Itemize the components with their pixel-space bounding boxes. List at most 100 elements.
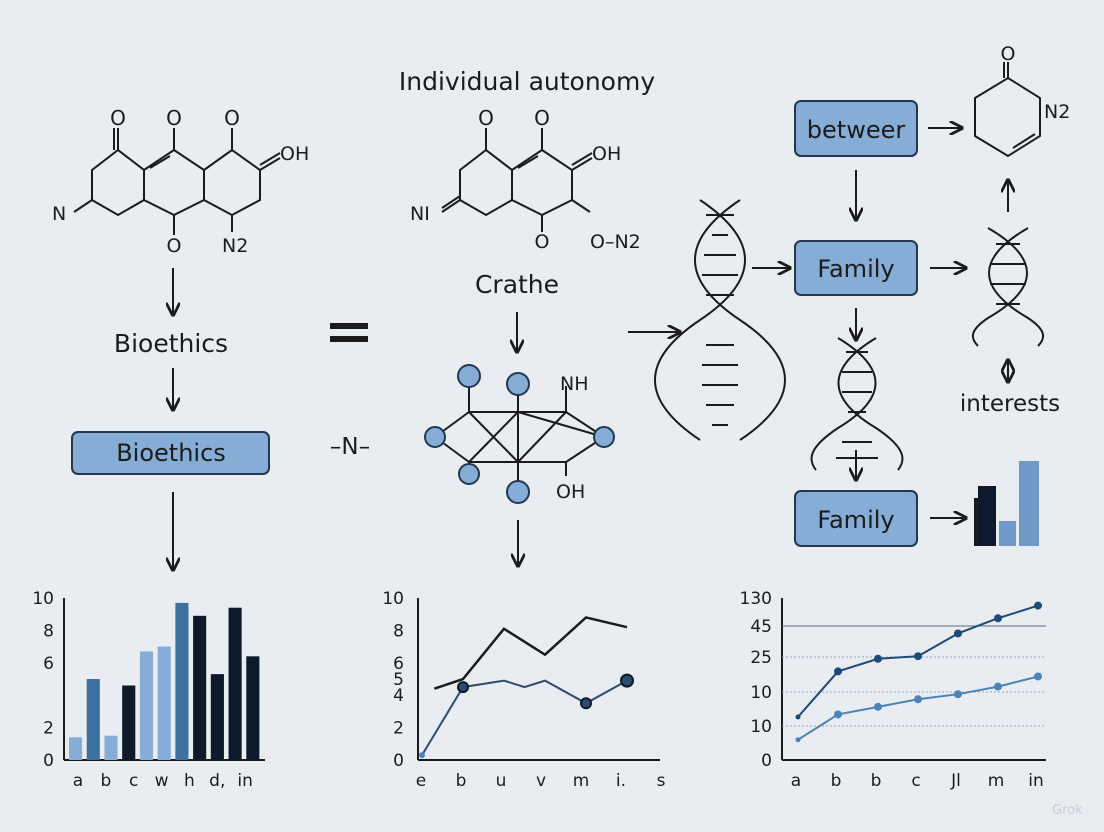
x-tick-label-6: in <box>1028 771 1044 791</box>
m1-oh: OH <box>280 143 309 165</box>
m1-o-top-3: O <box>224 106 240 130</box>
series-0-line <box>433 616 628 690</box>
family-box-1-label: Family <box>817 255 894 283</box>
series-1-point-1 <box>457 681 469 694</box>
x-tick-label-0: a <box>73 771 83 791</box>
series-0-point-3 <box>914 652 922 661</box>
molecule-1 <box>73 128 281 235</box>
series-1-point-6 <box>620 673 634 688</box>
y-tick-label-4: 4 <box>393 686 404 706</box>
x-tick-label-6: s <box>657 771 666 791</box>
y-tick-label-0: 130 <box>740 589 772 609</box>
molecule-4 <box>974 62 1041 158</box>
m1-o-top-1: O <box>110 106 126 130</box>
y-tick-label-3: 10 <box>750 683 772 703</box>
x-tick-label-5: m <box>988 771 1005 791</box>
crathe-label: Crathe <box>475 270 559 299</box>
series-1-point-5 <box>580 697 592 710</box>
x-tick-label-3: c <box>911 771 920 791</box>
interests-label: interests <box>960 391 1060 417</box>
x-tick-label-1: b <box>100 771 111 791</box>
m4-o: O <box>1001 43 1016 65</box>
series-1-point-3 <box>914 695 922 704</box>
m1-o-top-2: O <box>166 106 182 130</box>
x-tick-label-2: b <box>871 771 882 791</box>
family-box-2 <box>794 490 918 547</box>
m2-o-bottom: O <box>535 231 550 253</box>
bar-0 <box>69 737 83 760</box>
molecule-2 <box>441 128 593 232</box>
x-tick-label-3: v <box>536 771 546 791</box>
x-tick-label-1: b <box>456 771 467 791</box>
y-tick-label-1: 8 <box>43 621 54 641</box>
series-1-point-0 <box>795 737 801 743</box>
m1-n-left: N <box>52 203 66 225</box>
dna-helix-3 <box>971 227 1045 347</box>
y-tick-label-4: 10 <box>750 717 772 737</box>
y-tick-label-2: 6 <box>43 654 54 674</box>
x-tick-label-0: e <box>416 771 426 791</box>
bar-5 <box>157 646 171 760</box>
series-0-point-4 <box>954 629 962 638</box>
molecule-3 <box>424 364 615 504</box>
bar-8 <box>210 674 224 760</box>
bar-1 <box>86 679 100 760</box>
equals-sign <box>330 323 368 342</box>
bar-4 <box>139 651 154 760</box>
y-tick-label-1: 8 <box>393 621 404 641</box>
series-1-point-4 <box>954 690 962 699</box>
bioethics-label: Bioethics <box>114 329 228 358</box>
series-0-point-5 <box>994 614 1002 623</box>
x-tick-label-3: w <box>155 771 169 791</box>
x-tick-label-5: d, <box>209 771 225 791</box>
y-tick-label-2: 25 <box>750 648 772 668</box>
y-tick-label-1: 45 <box>750 617 772 637</box>
m1-n2: N2 <box>222 235 248 257</box>
m2-oh: OH <box>592 143 621 165</box>
x-tick-label-6: in <box>237 771 253 791</box>
m3-nh: NH <box>560 373 589 395</box>
y-tick-label-5: 2 <box>393 719 404 739</box>
y-tick-label-0: 10 <box>32 589 54 609</box>
dna-helix-1 <box>654 199 786 441</box>
y-tick-label-2: 6 <box>393 654 404 674</box>
x-tick-label-2: c <box>129 771 138 791</box>
series-0-point-1 <box>834 667 842 676</box>
y-tick-label-6: 0 <box>393 751 404 771</box>
bar-6 <box>175 602 189 760</box>
series-0-point-0 <box>795 714 801 720</box>
x-tick-label-5: i. <box>616 771 626 791</box>
family-box-1 <box>794 240 918 296</box>
m2-o-top-2: O <box>534 106 550 130</box>
y-tick-label-0: 10 <box>382 589 404 609</box>
series-1-point-5 <box>994 682 1002 691</box>
x-tick-label-4: m <box>573 771 590 791</box>
m2-n2: O–N2 <box>590 231 641 253</box>
m3-oh: OH <box>556 481 585 503</box>
diagram-title: Individual autonomy <box>399 67 655 96</box>
y-tick-label-4: 0 <box>43 751 54 771</box>
x-tick-label-2: u <box>496 771 507 791</box>
x-tick-label-1: b <box>831 771 842 791</box>
bar-7 <box>193 615 207 760</box>
series-1-point-0 <box>419 752 425 759</box>
series-0-point-2 <box>874 654 882 663</box>
x-tick-label-4: h <box>184 771 195 791</box>
m4-n2: N2 <box>1044 101 1070 123</box>
y-tick-label-5: 0 <box>761 751 772 771</box>
y-tick-label-3: 2 <box>43 719 54 739</box>
series-1-point-6 <box>1034 672 1042 681</box>
m2-n-left: NI <box>410 203 430 225</box>
series-0-point-6 <box>1034 601 1042 610</box>
n-bridge-label: –N– <box>330 434 370 460</box>
between-box <box>794 100 918 157</box>
x-tick-label-4: Jl <box>950 771 961 791</box>
m1-o-bottom: O <box>167 235 182 257</box>
mini-bar-icon <box>974 461 1039 546</box>
m2-o-top-1: O <box>478 106 494 130</box>
bar-9 <box>228 607 242 760</box>
